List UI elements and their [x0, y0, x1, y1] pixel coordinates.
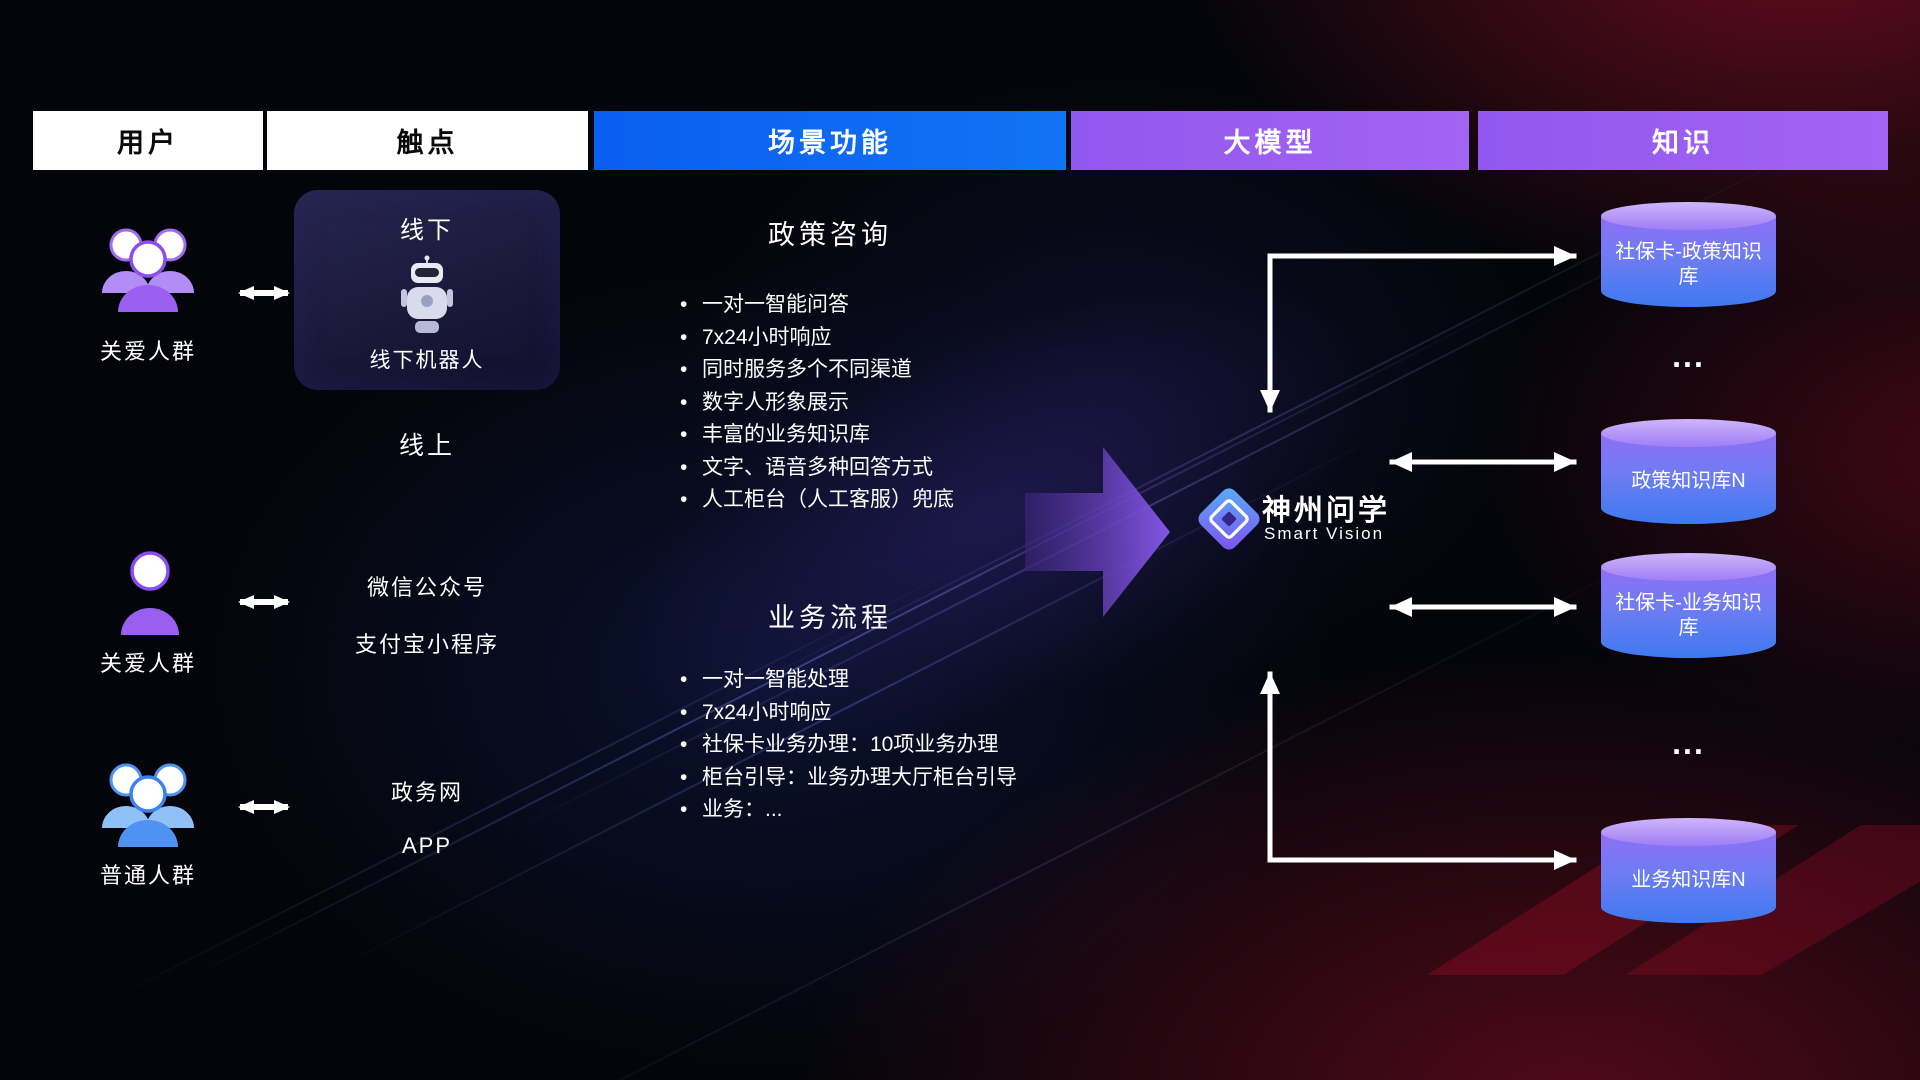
- channel-alipay: 支付宝小程序: [354, 632, 499, 657]
- user-group-icon: [102, 228, 194, 312]
- feature-item: 柜台引导：业务办理大厅柜台引导: [678, 762, 1017, 795]
- bidirectional-arrow: [238, 286, 290, 300]
- offline-title: 线下: [400, 217, 454, 244]
- channel-app: APP: [401, 833, 453, 858]
- feature-item: 社保卡业务办理：10项业务办理: [678, 729, 1017, 762]
- general-user-group-icon: [102, 763, 194, 847]
- column-header-scenario: 场景功能: [594, 111, 1066, 170]
- ellipsis: ...: [1672, 725, 1705, 761]
- policy-feature-list: 一对一智能问答 7x24小时响应 同时服务多个不同渠道 数字人形象展示 丰富的业…: [678, 289, 954, 517]
- column-header-users: 用户: [33, 111, 263, 170]
- feature-item: 一对一智能问答: [678, 289, 954, 322]
- user-group-label: 关爱人群: [99, 339, 196, 364]
- feature-item: 7x24小时响应: [678, 322, 954, 355]
- database-icon-top: [1601, 202, 1776, 230]
- database-label: 政策知识库N: [1631, 470, 1746, 492]
- database-icon: [1601, 567, 1776, 658]
- database-label: 社保卡-政策知识库: [1615, 240, 1762, 288]
- bidirectional-arrow: [238, 800, 290, 814]
- feature-item: 文字、语音多种回答方式: [678, 452, 954, 485]
- model-name: 神州问学: [1262, 495, 1391, 527]
- knowledge-db-business-ssc: 社保卡-业务知识库: [1601, 553, 1776, 658]
- model-subtitle: Smart Vision: [1264, 524, 1385, 543]
- section-title-policy: 政策咨询: [768, 220, 892, 250]
- database-icon: [1601, 832, 1776, 923]
- database-icon: [1601, 433, 1776, 524]
- database-label: 业务知识库N: [1631, 869, 1746, 891]
- feature-item: 7x24小时响应: [678, 697, 1017, 730]
- robot-icon: [401, 255, 453, 333]
- channel-gov-web: 政务网: [390, 780, 463, 805]
- flow-arrow: [1025, 447, 1170, 617]
- feature-item: 同时服务多个不同渠道: [678, 354, 954, 387]
- section-title-business: 业务流程: [768, 603, 892, 633]
- bidirectional-arrow: [238, 595, 290, 609]
- database-icon-top: [1601, 419, 1776, 447]
- channel-wechat: 微信公众号: [366, 575, 487, 600]
- database-icon: [1601, 216, 1776, 307]
- database-label: 社保卡-业务知识库: [1615, 591, 1762, 639]
- ellipsis: ...: [1672, 338, 1705, 374]
- single-user-label: 关爱人群: [99, 651, 196, 676]
- offline-touchpoint-card: 线下 线下机器人: [294, 190, 560, 390]
- business-feature-list: 一对一智能处理 7x24小时响应 社保卡业务办理：10项业务办理 柜台引导：业务…: [678, 664, 1017, 827]
- single-user-icon: [121, 551, 179, 635]
- database-icon-top: [1601, 818, 1776, 846]
- smart-vision-logo-icon: [1198, 488, 1260, 550]
- column-header-knowledge: 知识: [1478, 111, 1888, 170]
- general-user-group-label: 普通人群: [99, 863, 196, 888]
- feature-item: 丰富的业务知识库: [678, 419, 954, 452]
- column-header-model: 大模型: [1071, 111, 1469, 170]
- feature-item: 一对一智能处理: [678, 664, 1017, 697]
- knowledge-db-policy-ssc: 社保卡-政策知识库: [1601, 202, 1776, 307]
- knowledge-db-business-n: 业务知识库N: [1601, 818, 1776, 923]
- offline-robot-label: 线下机器人: [369, 349, 485, 372]
- column-header-touchpoints: 触点: [267, 111, 588, 170]
- database-icon-top: [1601, 553, 1776, 581]
- feature-item: 人工柜台（人工客服）兜底: [678, 484, 954, 517]
- knowledge-db-policy-n: 政策知识库N: [1601, 419, 1776, 524]
- feature-item: 业务：...: [678, 794, 1017, 827]
- feature-item: 数字人形象展示: [678, 387, 954, 420]
- online-title: 线上: [398, 432, 455, 460]
